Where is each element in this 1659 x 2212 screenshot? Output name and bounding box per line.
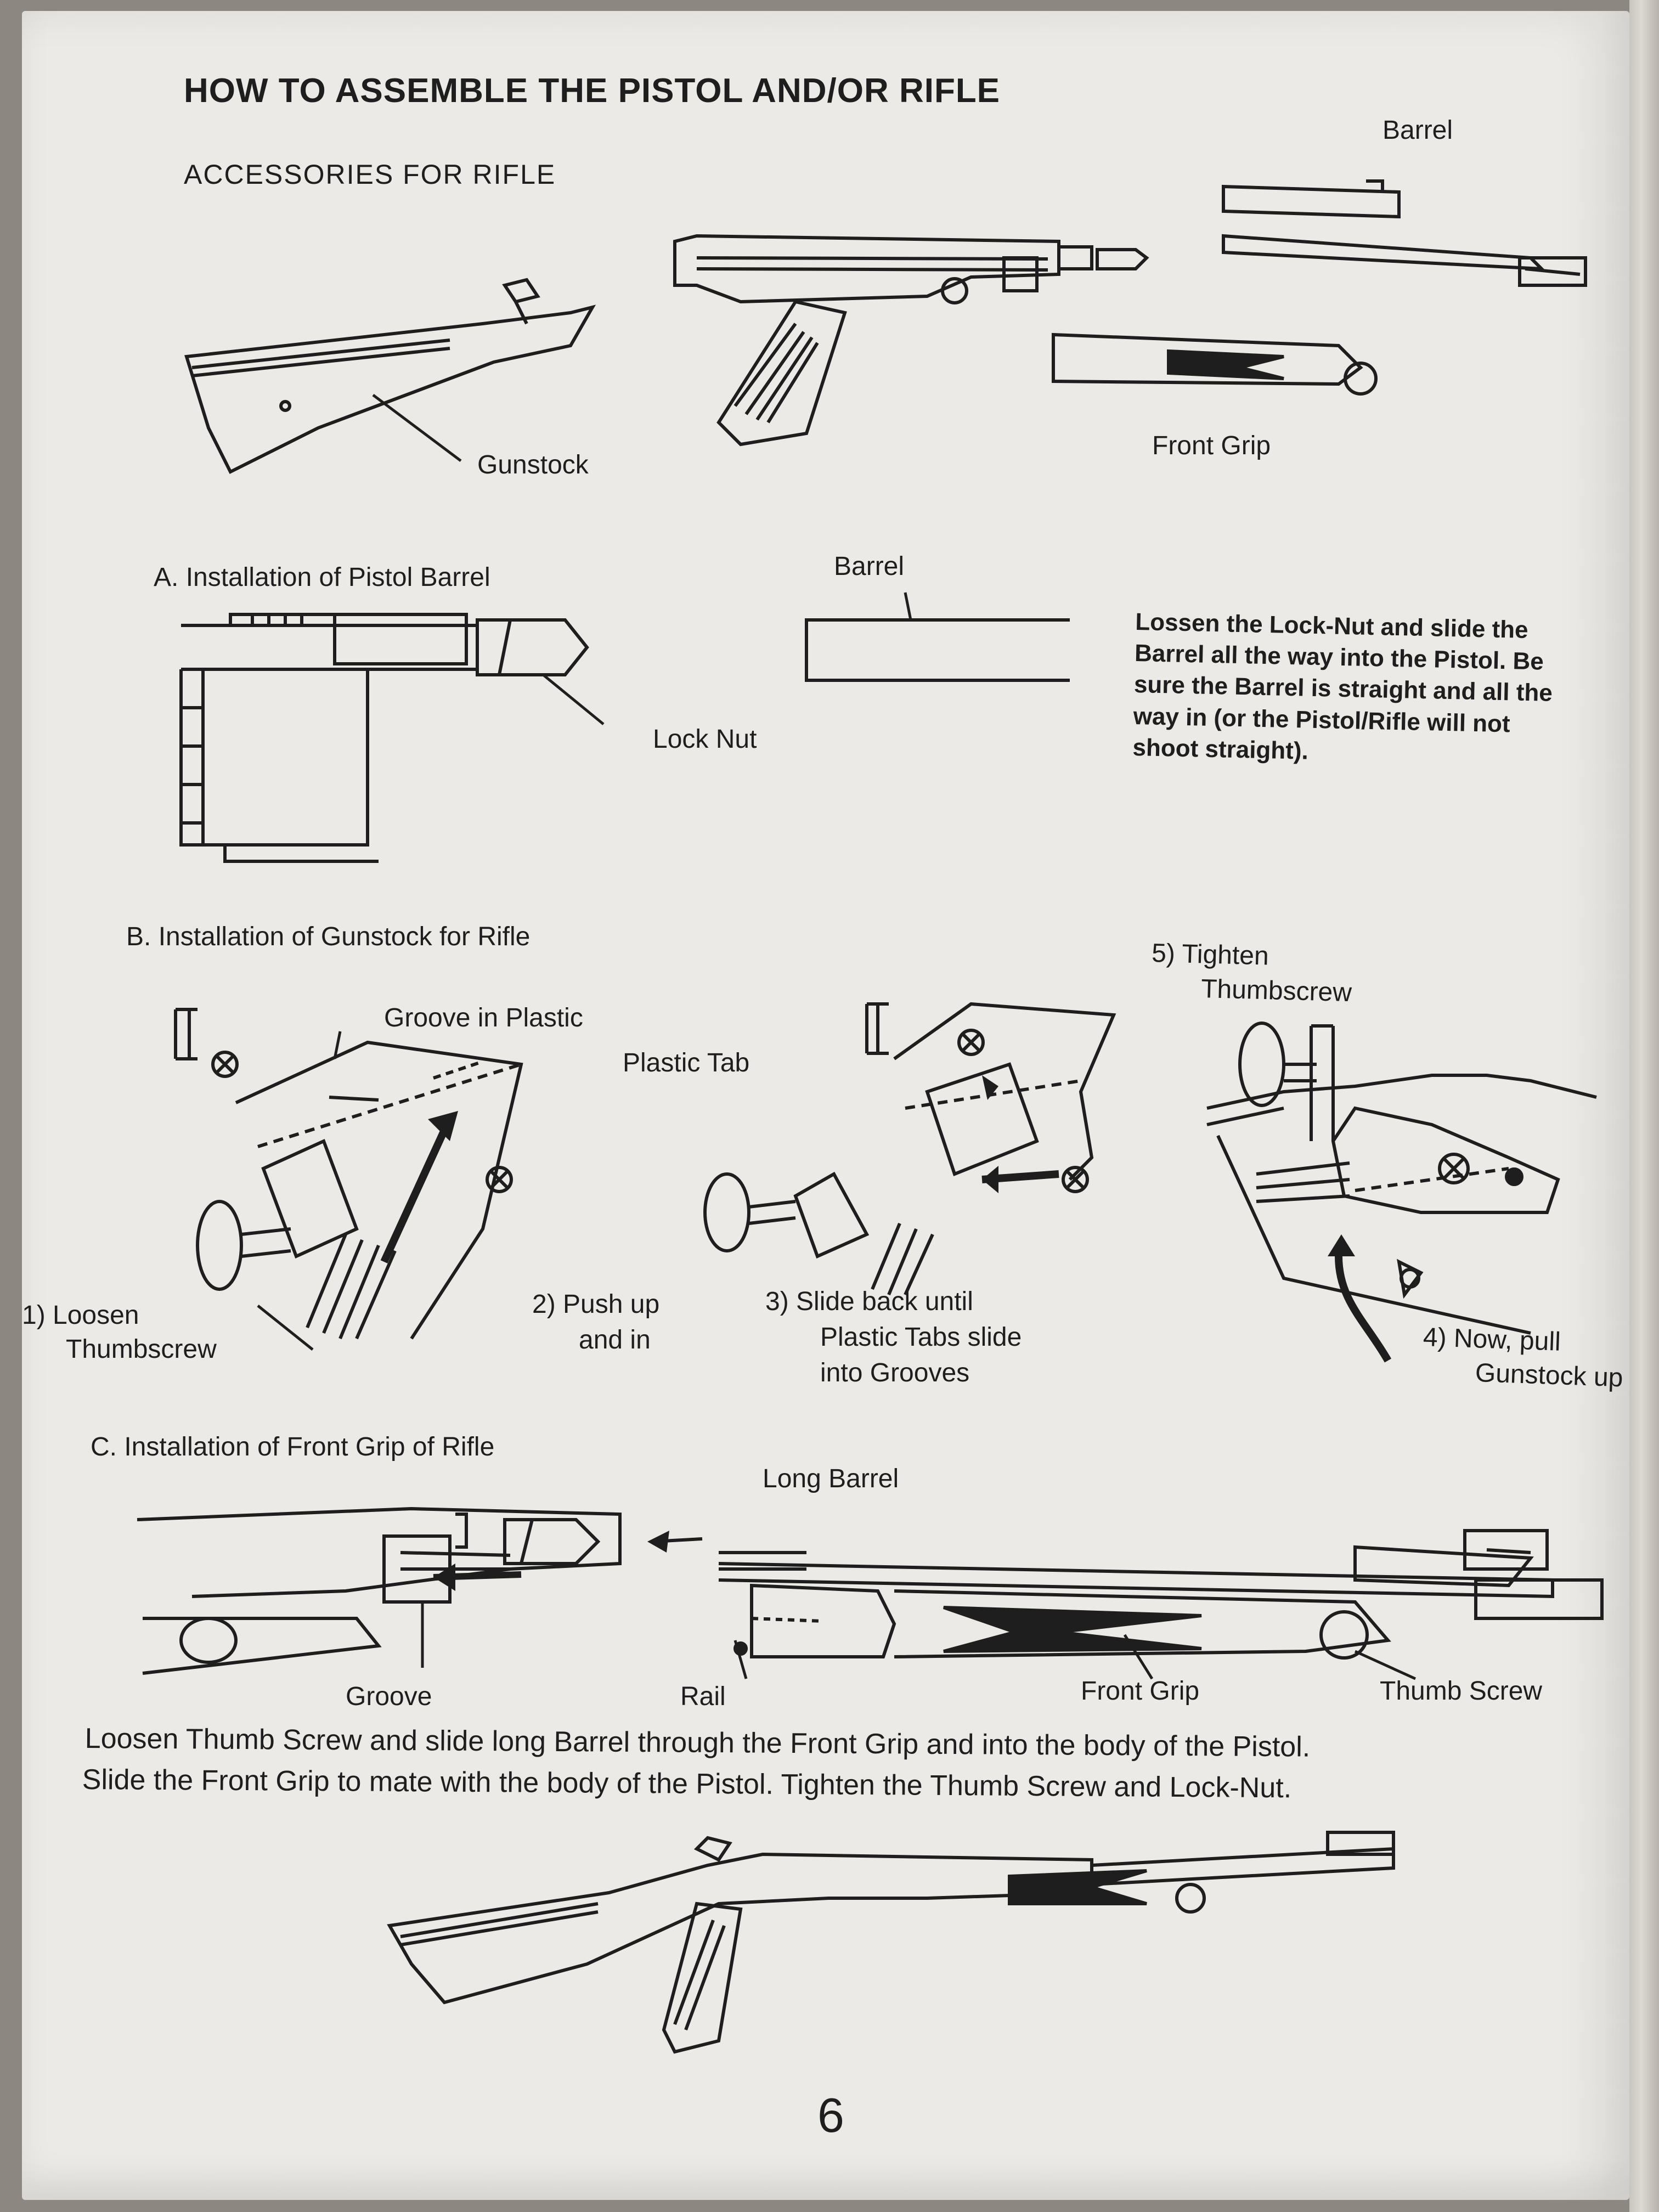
section-c-title: C. Installation of Front Grip of Rifle xyxy=(91,1432,495,1462)
section-a-barrel-label: Barrel xyxy=(834,552,905,581)
pistol-illustration xyxy=(664,225,1267,455)
section-b-title: B. Installation of Gunstock for Rifle xyxy=(126,922,531,951)
gunstock-label: Gunstock xyxy=(477,450,589,479)
page-subheading: ACCESSORIES FOR RIFLE xyxy=(184,159,556,190)
section-c-front-grip-label: Front Grip xyxy=(1081,1677,1200,1706)
step-2-line-2: and in xyxy=(579,1325,651,1355)
long-barrel-label: Long Barrel xyxy=(763,1464,899,1493)
step-4-line-1: 4) Now, pull xyxy=(1423,1322,1561,1357)
step-3-line-1: 3) Slide back until xyxy=(765,1287,973,1316)
groove-label: Groove xyxy=(346,1682,432,1711)
plastic-tab-label: Plastic Tab xyxy=(623,1048,750,1077)
section-c-instruction-line-1: Loosen Thumb Screw and slide long Barrel… xyxy=(84,1723,1311,1763)
gunstock-step-4-5-diagram xyxy=(1201,1015,1618,1366)
section-a-instruction: Lossen the Lock-Nut and slide the Barrel… xyxy=(1132,608,1553,765)
gunstock-illustration xyxy=(176,263,669,483)
rail-label: Rail xyxy=(680,1682,726,1711)
gunstock-step-3-diagram xyxy=(697,993,1169,1300)
front-grip-label: Front Grip xyxy=(1152,431,1271,460)
step-5-line-1: 5) Tighten xyxy=(1151,938,1269,971)
groove-in-plastic-label: Groove in Plastic xyxy=(384,1003,583,1032)
lock-nut-label: Lock Nut xyxy=(653,725,757,754)
front-grip-illustration xyxy=(1031,318,1470,411)
booklet-spine xyxy=(1629,0,1659,2212)
section-c-instruction-line-2: Slide the Front Grip to mate with the bo… xyxy=(82,1764,1292,1804)
page-number: 6 xyxy=(817,2088,844,2142)
barrel-diagram xyxy=(795,603,1081,702)
barrel-illustration xyxy=(1201,176,1613,340)
barrel-lock-nut-diagram xyxy=(170,603,719,867)
thumb-screw-label: Thumb Screw xyxy=(1380,1677,1543,1706)
step-3-line-3: into Grooves xyxy=(820,1358,970,1387)
section-a-title: A. Installation of Pistol Barrel xyxy=(154,563,490,592)
step-5-line-2: Thumbscrew xyxy=(1200,974,1352,1008)
step-3-line-2: Plastic Tabs slide xyxy=(820,1323,1022,1352)
step-4-line-2: Gunstock up xyxy=(1475,1358,1624,1393)
barrel-label: Barrel xyxy=(1383,116,1453,145)
step-1-line-2: Thumbscrew xyxy=(66,1335,217,1364)
page-heading: HOW TO ASSEMBLE THE PISTOL AND/OR RIFLE xyxy=(184,72,1001,110)
front-grip-installation-diagram xyxy=(126,1487,1607,1695)
step-2-line-1: 2) Push up xyxy=(532,1290,660,1319)
gunstock-step-1-2-diagram xyxy=(159,998,631,1372)
assembled-rifle-illustration xyxy=(379,1821,1421,2074)
manual-page: HOW TO ASSEMBLE THE PISTOL AND/OR RIFLE … xyxy=(22,11,1629,2200)
step-1-line-1: 1) Loosen xyxy=(22,1301,139,1330)
